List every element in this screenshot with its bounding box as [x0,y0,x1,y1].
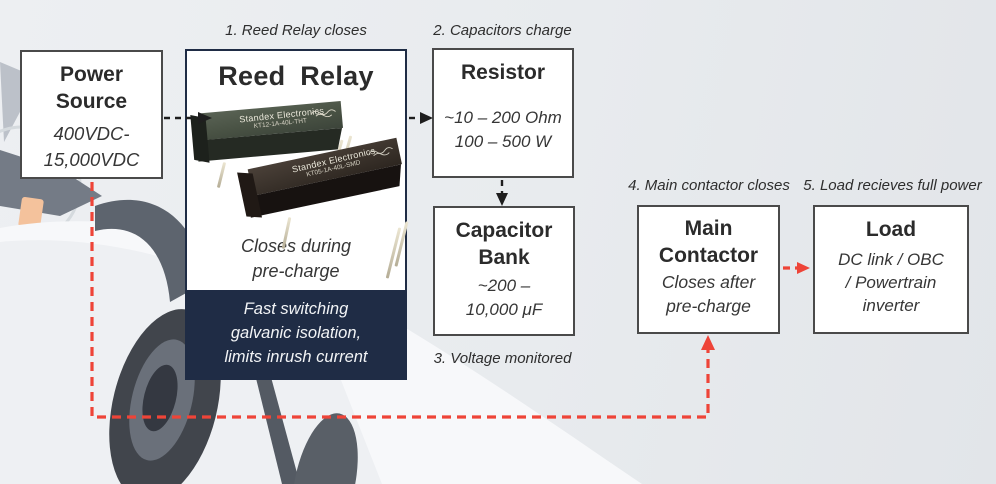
capacitor-bank-spec: ~200 – 10,000 μF [435,274,573,322]
resistor-box: Resistor ~10 – 200 Ohm 100 – 500 W [432,48,574,178]
step3-label: 3. Voltage monitored [433,350,572,367]
load-description-line2: / Powertrain [845,273,937,292]
power-source-title-line2: Source [55,90,128,113]
main-contactor-title-line2: Contactor [658,244,759,267]
reed-relay-title: Reed Relay [218,61,374,91]
power-source-title: Power Source [22,61,161,115]
main-contactor-title-line1: Main [684,217,733,240]
standex-swoosh-icon [368,147,393,157]
relay-product-photos: Standex Electronics KT12-1A-40L-THT Stan… [187,97,409,279]
capacitor-bank-box: Capacitor Bank ~200 – 10,000 μF [433,206,575,336]
relay-lead [216,162,227,188]
power-source-title-line1: Power [59,63,124,86]
relay-top-face: Standex Electronics KT05-1A-40L-SMD [247,137,402,196]
resistor-spec-line2: 100 – 500 W [454,132,552,151]
main-contactor-caption-line2: pre-charge [666,296,751,316]
capacitor-bank-title: Capacitor Bank [435,217,573,271]
power-source-range: 400VDC- 15,000VDC [22,121,161,173]
main-contactor-caption: Closes after pre-charge [639,270,778,318]
load-box: Load DC link / OBC / Powertrain inverter [813,205,969,334]
power-source-range-line1: 400VDC- [53,123,130,144]
relay-top-face: Standex Electronics KT12-1A-40L-THT [201,100,343,141]
reed-relay-caption-line2: pre-charge [252,261,340,281]
banner-line1: Fast switching [243,300,349,318]
main-contactor-title: Main Contactor [639,215,778,269]
standex-swoosh-icon [311,109,336,118]
step4-label: 4. Main contactor closes [628,177,790,194]
reed-relay-caption: Closes during pre-charge [187,234,405,284]
load-title: Load [865,218,917,241]
main-contactor-box: Main Contactor Closes after pre-charge [637,205,780,334]
capacitor-bank-title-line2: Bank [478,246,530,269]
relay-photo-tht: Standex Electronics KT12-1A-40L-THT [190,100,345,163]
capacitor-bank-spec-line1: ~200 – [477,276,531,295]
resistor-spec-line1: ~10 – 200 Ohm [444,108,562,127]
power-source-range-line2: 15,000VDC [43,149,140,170]
step1-label: 1. Reed Relay closes [225,22,367,39]
load-description: DC link / OBC / Powertrain inverter [815,248,967,317]
banner-line2: galvanic isolation, [230,324,362,342]
capacitor-bank-title-line1: Capacitor [455,219,553,242]
capacitor-bank-spec-line2: 10,000 μF [465,300,543,319]
reed-relay-benefit-banner: Fast switching galvanic isolation, limit… [187,290,405,378]
resistor-title: Resistor [460,61,546,84]
load-description-line3: inverter [862,296,920,315]
step5-label: 5. Load recieves full power [803,177,982,194]
load-description-line1: DC link / OBC [838,250,944,269]
reed-relay-box: Reed Relay Standex Electronics KT12-1A-4… [185,49,409,380]
relay-photo-smd: Standex Electronics KT05-1A-40L-SMD [237,137,407,218]
resistor-spec: ~10 – 200 Ohm 100 – 500 W [434,106,572,154]
step2-label: 2. Capacitors charge [433,22,572,39]
main-contactor-caption-line1: Closes after [661,272,756,292]
reed-relay-caption-line1: Closes during [240,236,352,256]
banner-line3: limits inrush current [224,348,368,366]
power-source-box: Power Source 400VDC- 15,000VDC [20,50,163,179]
